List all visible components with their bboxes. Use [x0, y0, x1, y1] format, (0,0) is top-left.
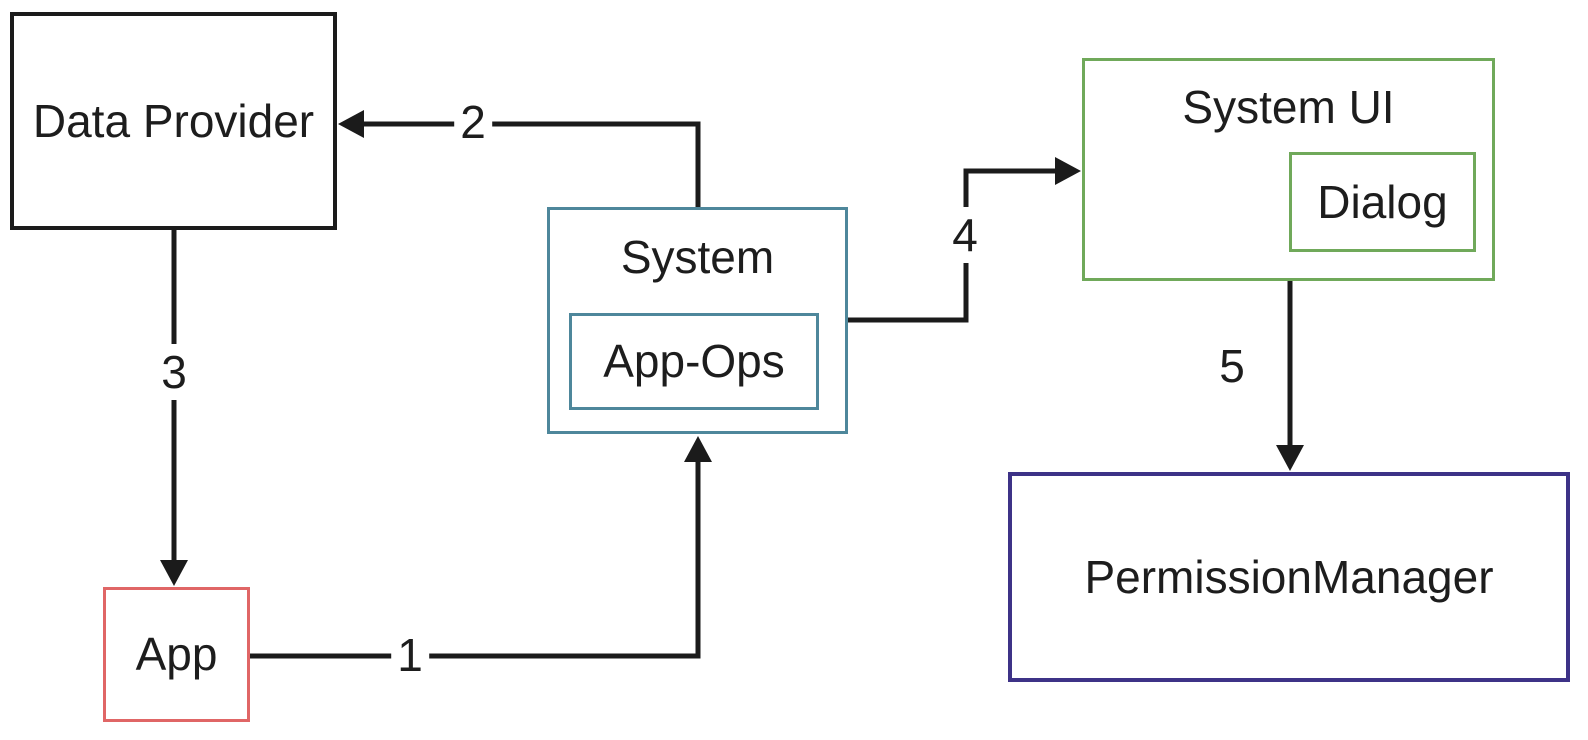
arrow-3-label: 3: [155, 344, 193, 400]
arrow-2-label: 2: [454, 94, 492, 150]
node-dialog: Dialog: [1289, 152, 1476, 252]
arrow-2-head-icon: [338, 110, 364, 138]
node-app-ops: App-Ops: [569, 313, 819, 410]
arrow-1-line: [250, 458, 701, 659]
node-app-ops-label: App-Ops: [603, 335, 785, 388]
arrow-2-system-to-data-provider: [338, 110, 701, 208]
node-permission-manager-label: PermissionManager: [1084, 550, 1494, 603]
node-system: System: [547, 207, 848, 434]
arrow-5-head-icon: [1276, 445, 1304, 471]
node-app: App: [103, 587, 250, 722]
arrow-3-data-provider-to-app: [160, 229, 188, 586]
node-data-provider: Data Provider: [10, 12, 337, 230]
arrow-4-head-icon: [1055, 157, 1081, 185]
node-dialog-label: Dialog: [1317, 175, 1448, 228]
arrow-3-head-icon: [160, 560, 188, 586]
node-app-label: App: [135, 628, 218, 681]
node-system-ui: System UI: [1082, 58, 1495, 281]
node-system-ui-label: System UI: [1182, 81, 1395, 133]
node-data-provider-label: Data Provider: [32, 94, 315, 147]
arrow-5-label: 5: [1213, 338, 1251, 394]
arrow-2-line: [361, 121, 701, 208]
arrow-5-system-ui-to-permission-manager: [1276, 280, 1304, 471]
node-permission-manager: PermissionManager: [1008, 472, 1570, 682]
arrow-4-label: 4: [946, 207, 984, 263]
arrow-1-app-to-system: [250, 436, 712, 659]
node-system-label: System: [620, 231, 775, 283]
arrow-1-head-icon: [684, 436, 712, 462]
arrow-1-label: 1: [391, 627, 429, 683]
